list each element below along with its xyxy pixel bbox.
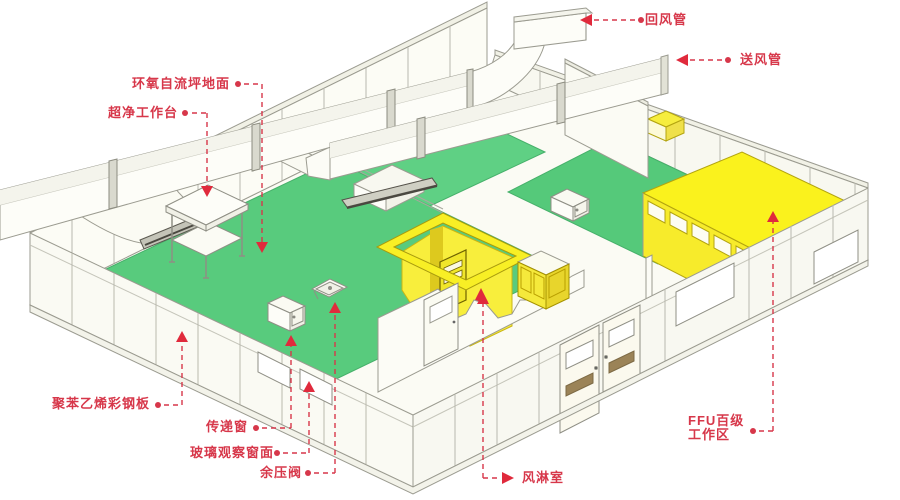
floor-slab-edge <box>29 259 869 495</box>
pressure-valve-icon <box>310 278 349 300</box>
leader-lines <box>164 19 774 479</box>
label-epoxy-floor: 环氧自流坪地面 <box>132 76 231 91</box>
label-supply-duct: 送风管 <box>740 52 783 67</box>
label-pressure-valve: 余压阀 <box>260 465 303 480</box>
label-transfer-window: 传递窗 <box>206 419 249 434</box>
observation-window-icons <box>257 351 333 406</box>
label-ffu-line2: 工作区 <box>688 427 731 442</box>
label-return-duct: 回风管 <box>645 12 688 27</box>
transfer-box-right-icon <box>549 188 591 222</box>
clean-bench <box>164 184 250 279</box>
front-window-icons <box>675 229 859 327</box>
front-left-wall <box>29 232 414 488</box>
shoe-cabinet <box>516 250 571 310</box>
label-clean-bench: 超净工作台 <box>108 105 179 120</box>
leader-dot-icons <box>155 17 756 476</box>
label-ffu-line1: FFU百级 <box>688 413 745 428</box>
leader-arrow-icons <box>176 14 779 484</box>
transfer-box-left-icon <box>266 295 307 332</box>
label-observation-window: 玻璃观察窗面 <box>190 445 275 460</box>
label-ffu-area: FFU百级 工作区 <box>688 414 744 442</box>
front-right-wall <box>412 187 869 488</box>
label-steel-panel: 聚苯乙烯彩钢板 <box>52 396 151 411</box>
return-duct <box>0 7 594 241</box>
label-air-shower: 风淋室 <box>522 470 565 485</box>
inner-door <box>423 282 459 367</box>
supply-duct <box>329 54 669 180</box>
